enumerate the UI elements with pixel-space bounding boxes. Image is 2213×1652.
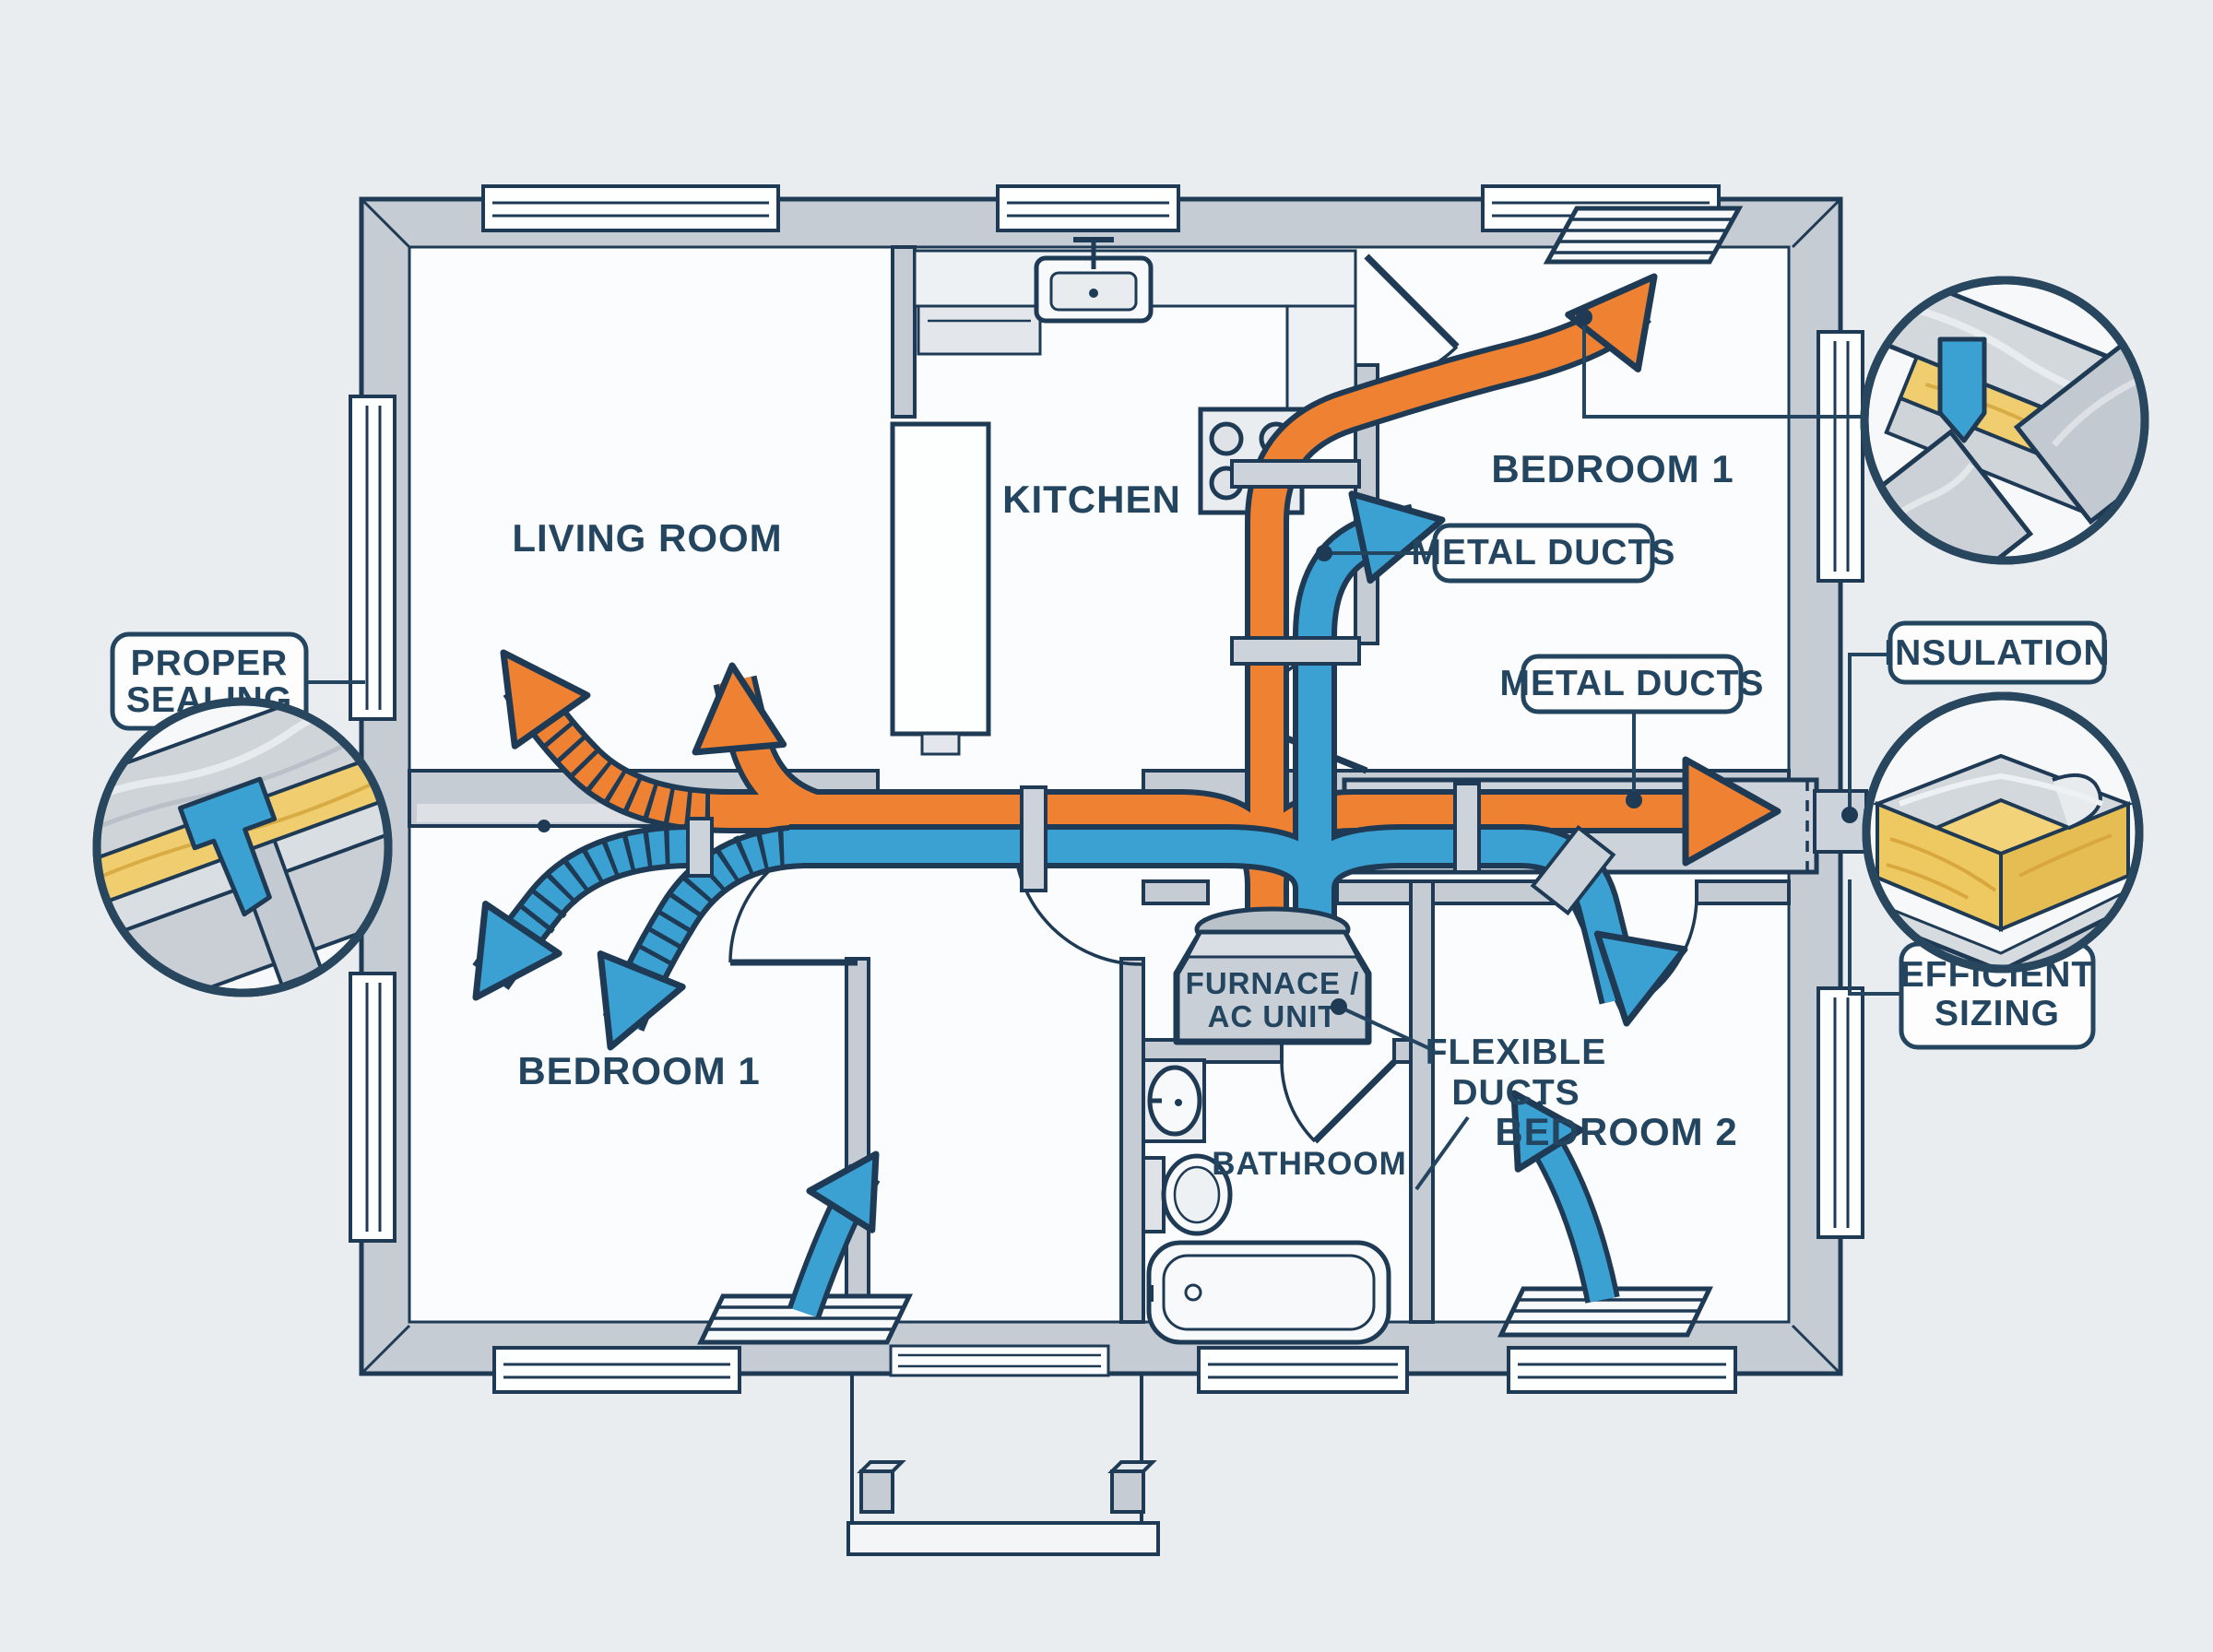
leader-flexible-ducts-1: [1338, 1005, 1436, 1053]
joint-sealant: [1937, 336, 1987, 443]
porch-post-right: [1107, 1460, 1157, 1514]
metal-ducts-upper-text: METAL DUCTS: [1412, 533, 1676, 572]
proper-sealing-line1: PROPER: [131, 643, 289, 683]
wall-bedroom1b-hall: [845, 957, 870, 1324]
callout-flexible-ducts: FLEXIBLE DUCTS: [1426, 1032, 1607, 1113]
elbow-sleeve: [1530, 824, 1616, 916]
toilet-icon: [1142, 1153, 1233, 1236]
wall-bathroom-top-stub: [1392, 1038, 1413, 1064]
wall-hall-bathroom: [1119, 957, 1145, 1324]
bathtub-icon: [1146, 1240, 1391, 1345]
return-arrow-bedroom1b-right: [597, 950, 686, 1051]
supply-arrow-livingroom-right: [692, 662, 787, 756]
callout-metal-ducts-lower: METAL DUCTS: [1500, 654, 1765, 714]
kitchen-label: KITCHEN: [1002, 478, 1181, 521]
sealing-tape: [177, 776, 278, 917]
living-room-label: LIVING ROOM: [512, 516, 782, 560]
window-bottom-bedroom1b: [492, 1346, 741, 1394]
room-labels: LIVING ROOM KITCHEN BEDROOM 1 BEDROOM 1 …: [512, 447, 1737, 1182]
leader-insulation: [1848, 653, 1892, 809]
window-top-kitchen: [996, 184, 1180, 232]
flexible-ducts-line2: DUCTS: [1451, 1073, 1580, 1113]
kitchen-sink-icon: [1034, 237, 1154, 324]
duct-system: [472, 273, 1868, 1319]
vent-arrow-bedroom1b: [806, 1150, 880, 1233]
insulation-text: INSULATION: [1884, 633, 2110, 673]
duct-collars: [538, 459, 1616, 916]
callout-labels: PROPER SEALING METAL DUCTS METAL DUCTS F…: [110, 523, 2110, 1113]
window-bottom-bedroom2: [1507, 1346, 1737, 1394]
bathroom-fixtures: [1142, 1058, 1391, 1345]
bedroom1-top-label: BEDROOM 1: [1491, 447, 1734, 490]
furnace-label-line1: FURNACE /: [1186, 966, 1360, 1000]
porch-step: [846, 1521, 1160, 1556]
door-bathroom: [1280, 1059, 1397, 1144]
window-bottom-bathroom: [1197, 1346, 1409, 1394]
leader-efficient-sizing: [1848, 879, 1901, 996]
window-top-living: [481, 184, 780, 232]
porch-post-left: [857, 1460, 906, 1514]
callout-insulation: INSULATION: [1884, 620, 2110, 685]
wall-furnace-top-left: [1142, 879, 1210, 905]
leader-duct-joint-inset: [1582, 317, 1866, 419]
furnace-label-line2: AC UNIT: [1208, 999, 1338, 1033]
flexible-ducts-line1: FLEXIBLE: [1426, 1032, 1607, 1072]
wall-bathroom-bedroom2: [1409, 879, 1435, 1324]
airflow-arrowheads: [472, 273, 1781, 1051]
return-arrow-bedroom1: [1348, 490, 1446, 584]
efficient-sizing-line2: SIZING: [1935, 994, 2060, 1033]
windows: [349, 184, 1864, 1394]
sealing-detail-inset: [92, 697, 393, 997]
callout-metal-ducts-upper: METAL DUCTS: [1412, 523, 1676, 584]
bedroom2-label: BEDROOM 2: [1495, 1110, 1737, 1153]
bathroom-sink-icon: [1142, 1058, 1206, 1143]
wall-living-kitchen-stub: [891, 245, 917, 419]
window-left-bedroom1b: [349, 972, 396, 1243]
window-left-living: [349, 395, 396, 721]
porch: [846, 1344, 1160, 1556]
leader-lines: [306, 309, 1901, 1191]
furnace-ac-unit: FURNACE / AC UNIT: [1173, 906, 1372, 1045]
metal-ducts-lower-text: METAL DUCTS: [1500, 664, 1765, 703]
supply-arrow-ceiling-vent: [1565, 273, 1658, 372]
wall-bedroom2-top-right: [1695, 879, 1791, 905]
bedroom1-bottom-label: BEDROOM 1: [517, 1049, 760, 1092]
vent-airflow-arrows: [787, 1090, 1620, 1319]
ceiling-vent-icon: [1543, 206, 1744, 265]
supply-arrow-livingroom-left: [500, 649, 591, 749]
window-right-bedroom1: [1817, 330, 1864, 583]
return-arrow-bedroom1b-left: [472, 901, 562, 1001]
kitchen-cabinet: [917, 304, 1042, 356]
bathroom-label: BATHROOM: [1212, 1146, 1407, 1182]
duct-wall-penetration: [1813, 789, 1868, 854]
leader-flexible-ducts-2: [1414, 1115, 1470, 1191]
window-right-bedroom2: [1817, 986, 1864, 1239]
insulation-detail-inset: [1862, 691, 2144, 974]
duct-joint-detail-inset: [1860, 276, 2149, 565]
kitchen-island: [890, 421, 991, 756]
vent-arrow-bedroom2: [1510, 1090, 1584, 1173]
floor-vent-bedroom2-icon: [1497, 1286, 1713, 1338]
supply-arrow-right-wall: [1682, 756, 1781, 867]
porch-door: [889, 1344, 1110, 1377]
return-arrow-bedroom2: [1593, 930, 1688, 1027]
